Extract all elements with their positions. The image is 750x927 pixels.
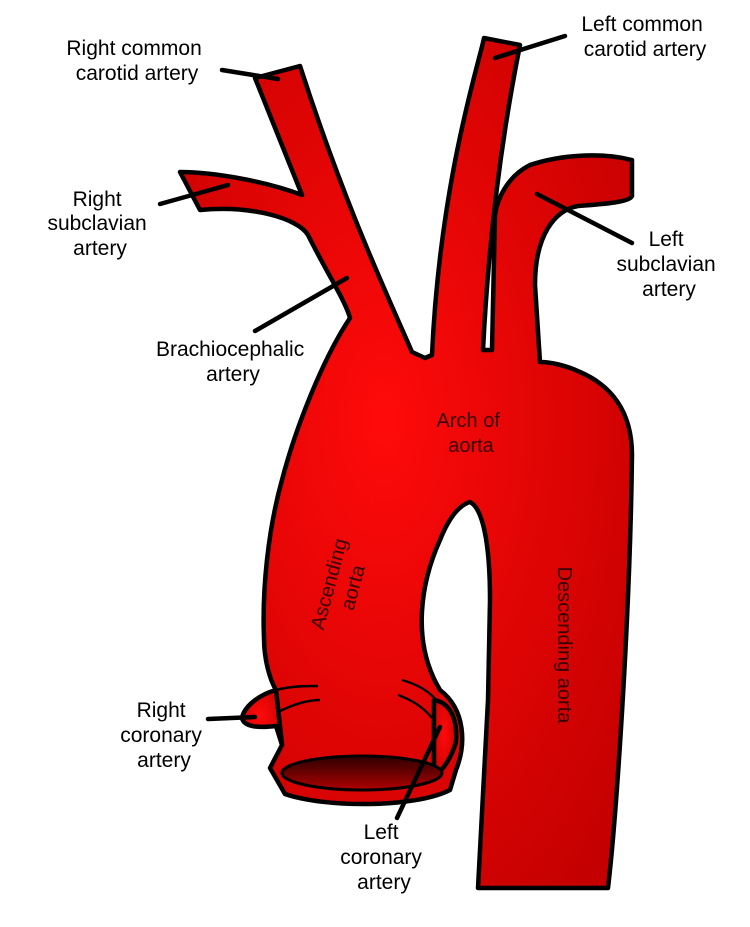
leader-right-common-carotid [219,67,281,82]
left-coronary-lines [397,678,437,719]
aortic-trunk [177,35,635,891]
label-brachiocephalic: Brachiocephalic artery [156,338,310,386]
leader-left-coronary [394,724,443,821]
label-right-coronary: Right coronary artery [120,699,208,772]
leader-left-common-carotid [492,33,568,61]
label-descending-aorta: Descending aorta [553,567,575,725]
label-left-subclavian: Left subclavian artery [616,228,721,301]
leader-right-coronary [205,714,258,722]
right-coronary-lines [275,684,321,714]
label-right-common-carotid: Right common carotid artery [66,37,207,85]
leader-right-subclavian [157,182,231,207]
label-arch-of-aorta: Arch of aorta [437,410,506,457]
label-left-coronary: Left coronary artery [340,821,428,894]
aortic-root-opening [280,754,444,792]
leader-lines [157,33,635,821]
leader-brachiocephalic [252,275,350,334]
label-left-common-carotid: Left common carotid artery [581,13,708,61]
label-right-subclavian: Right subclavian artery [47,188,152,260]
leader-left-subclavian [534,191,635,246]
